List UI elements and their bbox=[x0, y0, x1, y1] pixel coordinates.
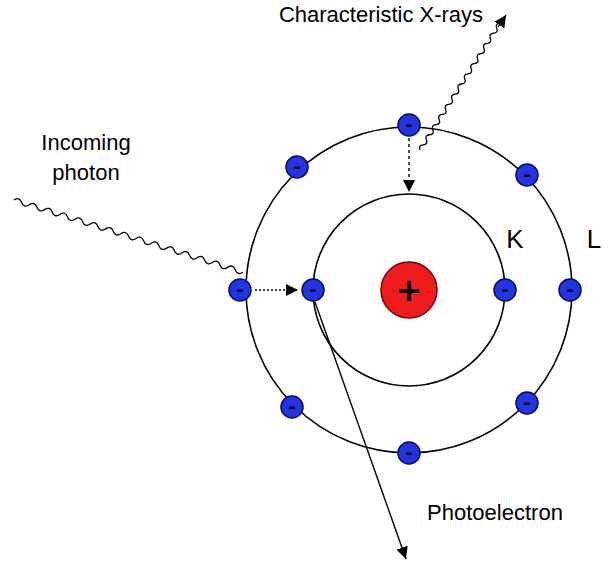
charge-sign: - bbox=[397, 441, 421, 465]
electron-circle: - bbox=[280, 395, 304, 419]
charge-sign: - bbox=[515, 163, 539, 187]
electron-circle: - bbox=[515, 163, 539, 187]
charge-sign: + bbox=[380, 261, 438, 319]
electron-circle: - bbox=[515, 391, 539, 415]
electron-circle: - bbox=[228, 278, 252, 302]
label-text: K bbox=[506, 224, 523, 254]
electron-circle: - bbox=[301, 278, 325, 302]
charge-sign: - bbox=[397, 113, 421, 137]
l-shell-orbit bbox=[246, 127, 572, 453]
charge-sign: - bbox=[493, 278, 517, 302]
annotation-label: Incoming photon bbox=[8, 128, 164, 187]
charge-sign: - bbox=[558, 278, 582, 302]
xray-wave-head bbox=[498, 15, 506, 27]
transition-arrow bbox=[408, 138, 409, 192]
electron-circle: - bbox=[397, 441, 421, 465]
photoelectron-path bbox=[315, 302, 406, 559]
label-text: L bbox=[587, 224, 601, 254]
photon-absorption-arrow bbox=[255, 289, 298, 291]
charge-sign: - bbox=[515, 391, 539, 415]
charge-sign: - bbox=[280, 395, 304, 419]
annotation-label: Photoelectron bbox=[420, 498, 570, 528]
charge-sign: - bbox=[301, 278, 325, 302]
incoming-photon-wave bbox=[13, 198, 243, 275]
electron-circle: - bbox=[285, 155, 309, 179]
electron-circle: - bbox=[493, 278, 517, 302]
charge-sign: - bbox=[228, 278, 252, 302]
annotation-label: Characteristic X-rays bbox=[276, 0, 486, 30]
annotation-label: L bbox=[584, 222, 604, 257]
annotation-label: K bbox=[500, 222, 530, 257]
label-text: Incoming photon bbox=[41, 130, 130, 185]
label-text: Characteristic X-rays bbox=[279, 2, 483, 27]
k-shell-orbit bbox=[313, 194, 505, 386]
nucleus-circle: + bbox=[380, 261, 438, 319]
label-text: Photoelectron bbox=[427, 500, 563, 525]
electron-circle: - bbox=[558, 278, 582, 302]
charge-sign: - bbox=[285, 155, 309, 179]
electron-circle: - bbox=[397, 113, 421, 137]
xray-wave bbox=[418, 22, 501, 151]
